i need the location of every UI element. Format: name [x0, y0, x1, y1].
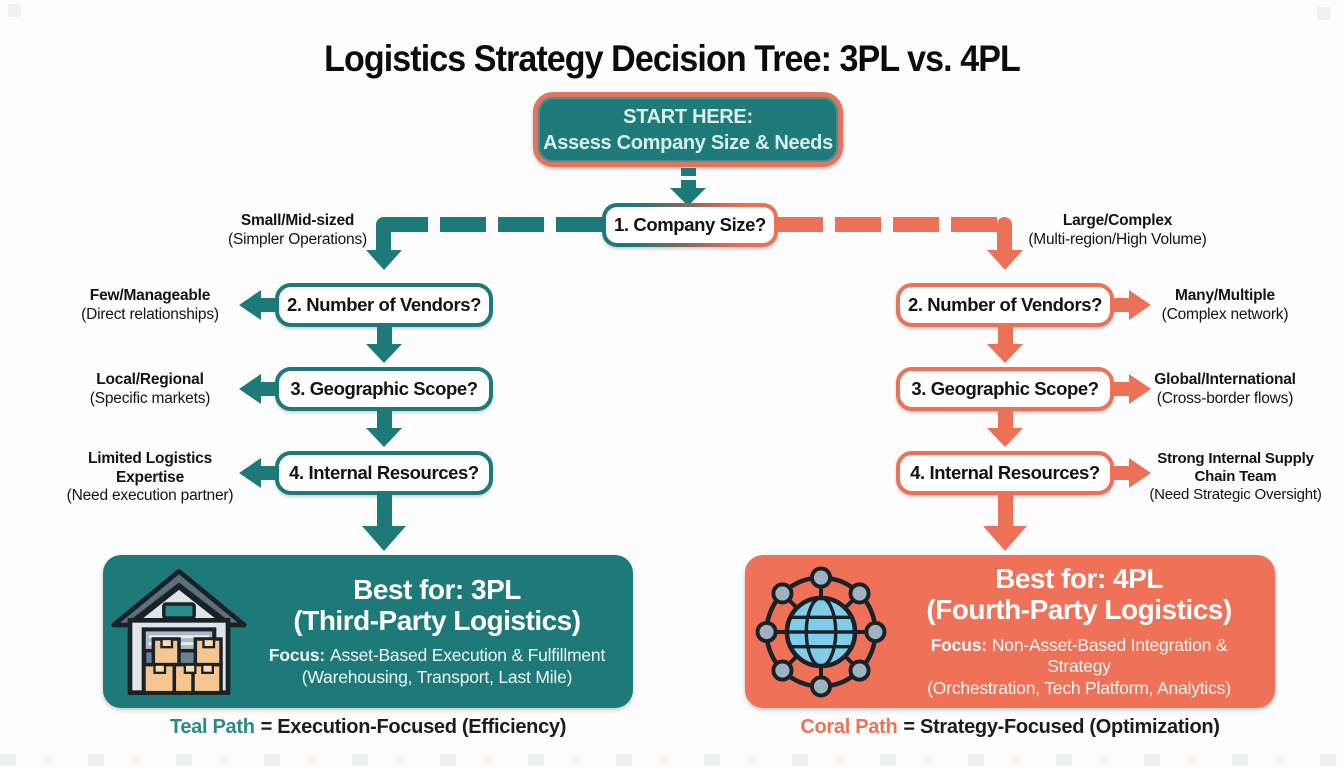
result-focus: Focus:Asset-Based Execution & Fulfillmen…: [255, 645, 619, 689]
arrow-shaft: [1113, 298, 1129, 312]
connector-line: [777, 217, 998, 232]
decision-box-left-vendors: 2. Number of Vendors?: [275, 283, 493, 327]
arrow-head: [983, 526, 1027, 551]
branch-label-sub: (Multi-region/High Volume): [1028, 230, 1207, 248]
focus-sub: (Warehousing, Transport, Last Mile): [301, 667, 573, 688]
answer-bold: Few/Manageable: [89, 287, 211, 304]
legend-term: Coral Path: [800, 716, 898, 738]
focus-label: Focus:: [268, 645, 326, 666]
decision-box-right-resources: 4. Internal Resources?: [896, 451, 1114, 495]
start-node-line2: Assess Company Size & Needs: [543, 131, 833, 154]
branch-label-small-mid: Small/Mid-sized (Simpler Operations): [190, 212, 405, 249]
answer-bold: Chain Team: [1194, 468, 1277, 485]
arrow-head: [366, 344, 402, 363]
arrow-shaft: [377, 495, 392, 526]
legend-term: Teal Path: [169, 716, 255, 738]
arrow-head: [239, 290, 261, 320]
arrow-head: [366, 250, 402, 270]
focus-text: Asset-Based Execution & Fulfillment: [330, 645, 606, 666]
page-title: Logistics Strategy Decision Tree: 3PL vs…: [324, 38, 1021, 79]
decision-box-company-size-label: 1. Company Size?: [606, 207, 774, 243]
focus-text: Non-Asset-Based Integration & Strategy: [991, 634, 1228, 677]
arrow-head: [1129, 458, 1151, 488]
start-node: START HERE: Assess Company Size & Needs: [533, 92, 843, 167]
result-card-4pl: Best for: 4PL (Fourth-Party Logistics) F…: [745, 555, 1275, 708]
result-title: Best for: 4PL: [995, 562, 1163, 594]
arrow-head: [987, 344, 1023, 363]
answer-label-many-multiple: Many/Multiple (Complex network): [1140, 287, 1310, 324]
answer-sub: (Need Strategic Oversight): [1149, 486, 1322, 503]
legend-teal-path: Teal Path= Execution-Focused (Efficiency…: [103, 716, 633, 739]
result-card-3pl: Best for: 3PL (Third-Party Logistics) Fo…: [103, 555, 633, 708]
result-subtitle: (Third-Party Logistics): [293, 605, 581, 637]
result-text-4pl: Best for: 4PL (Fourth-Party Logistics) F…: [897, 563, 1275, 700]
arrow-head: [1129, 374, 1151, 404]
branch-label-bold: Small/Mid-sized: [240, 212, 355, 229]
answer-bold: Expertise: [116, 468, 184, 486]
answer-sub: (Cross-border flows): [1156, 389, 1294, 407]
arrow-head: [670, 188, 706, 206]
legend-coral-path: Coral Path= Strategy-Focused (Optimizati…: [745, 716, 1275, 739]
arrow-head: [239, 374, 261, 404]
answer-bold: Strong Internal Supply: [1157, 450, 1314, 467]
arrow-shaft: [377, 327, 392, 344]
answer-label-strong-supply-chain: Strong Internal Supply Chain Team (Need …: [1133, 450, 1338, 504]
answer-sub: (Direct relationships): [81, 305, 219, 323]
result-title: Best for: 3PL: [353, 573, 521, 605]
corner-artifact: [8, 4, 21, 17]
arrow-head: [239, 458, 261, 488]
arrow-shaft: [1113, 382, 1129, 396]
decision-box-left-resources: 4. Internal Resources?: [275, 451, 493, 495]
focus-label: Focus:: [930, 634, 987, 655]
connector-corner: [376, 217, 391, 250]
decision-box-right-geographic: 3. Geographic Scope?: [896, 367, 1114, 411]
branch-label-sub: (Simpler Operations): [228, 230, 367, 248]
connector-corner: [997, 217, 1012, 250]
focus-sub: (Orchestration, Tech Platform, Analytics…: [927, 678, 1231, 699]
arrow-head: [987, 428, 1023, 447]
warehouse-icon: [103, 562, 255, 702]
globe-network-icon: [745, 564, 897, 700]
result-subtitle: (Fourth-Party Logistics): [926, 594, 1232, 626]
answer-sub: (Need execution partner): [66, 487, 234, 505]
answer-label-few-manageable: Few/Manageable (Direct relationships): [55, 287, 245, 324]
arrow-shaft: [998, 495, 1013, 526]
answer-bold: Limited Logistics: [87, 450, 213, 467]
legend-text: = Execution-Focused (Efficiency): [260, 716, 567, 738]
arrow-shaft: [261, 466, 277, 480]
answer-sub: (Complex network): [1161, 305, 1289, 323]
arrow-shaft: [998, 411, 1013, 428]
arrow-shaft: [998, 327, 1013, 344]
answer-bold: Many/Multiple: [1175, 287, 1275, 304]
branch-label-bold: Large/Complex: [1062, 212, 1173, 229]
connector-line: [381, 217, 602, 232]
arrow-shaft: [377, 411, 392, 428]
arrow-head: [1129, 290, 1151, 320]
arrow-shaft: [1113, 466, 1129, 480]
corner-artifact: [1317, 7, 1330, 20]
start-node-line1: START HERE:: [623, 105, 753, 128]
arrow-shaft: [261, 298, 277, 312]
arrow-head: [987, 250, 1023, 270]
answer-bold: Local/Regional: [96, 371, 204, 388]
answer-label-limited-expertise: Limited Logistics Expertise (Need execut…: [48, 450, 252, 506]
decision-box-left-geographic: 3. Geographic Scope?: [275, 367, 493, 411]
decision-box-company-size: 1. Company Size?: [602, 203, 778, 247]
result-focus: Focus:Non-Asset-Based Integration & Stra…: [897, 635, 1261, 701]
bottom-noise-strip: [0, 754, 1344, 766]
answer-sub: (Specific markets): [89, 389, 211, 407]
answer-bold: Global/International: [1154, 371, 1296, 388]
legend-text: = Strategy-Focused (Optimization): [903, 716, 1220, 738]
arrow-shaft: [681, 180, 696, 188]
arrow-shaft: [261, 382, 277, 396]
arrow-head: [366, 428, 402, 447]
branch-label-large-complex: Large/Complex (Multi-region/High Volume): [1010, 212, 1225, 249]
result-text-3pl: Best for: 3PL (Third-Party Logistics) Fo…: [255, 574, 633, 689]
arrow-dash: [681, 168, 696, 176]
arrow-head: [362, 526, 406, 551]
answer-label-local-regional: Local/Regional (Specific markets): [55, 371, 245, 408]
decision-box-right-vendors: 2. Number of Vendors?: [896, 283, 1114, 327]
answer-label-global-international: Global/International (Cross-border flows…: [1140, 371, 1310, 408]
